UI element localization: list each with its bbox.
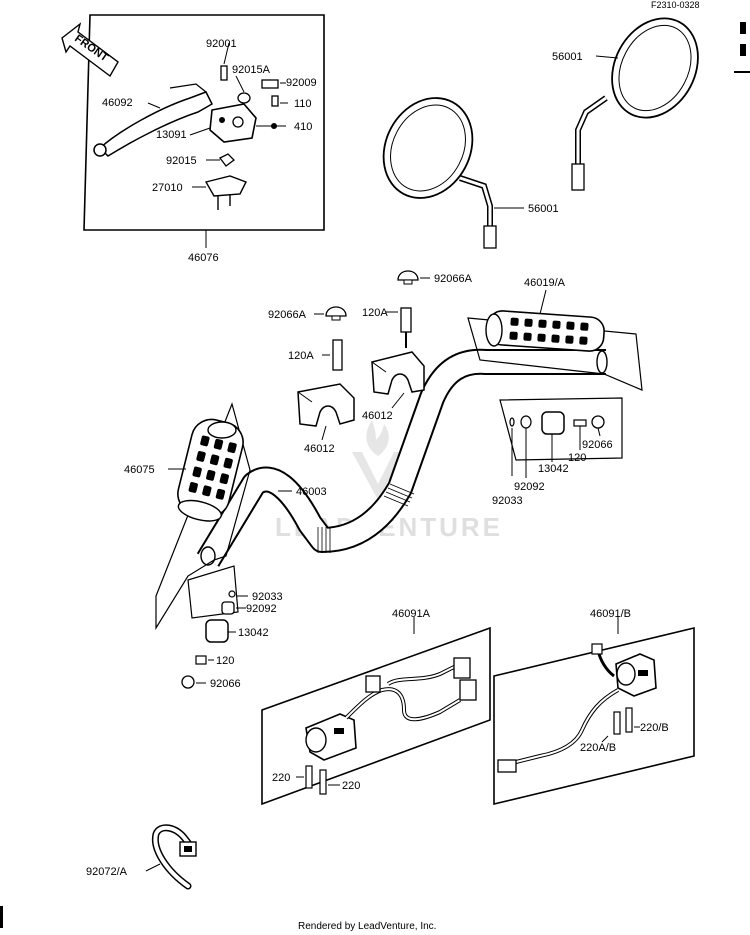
bolt-92001 [220, 65, 228, 81]
grip-46019A [487, 310, 605, 352]
label-46091A: 46091A [392, 608, 431, 620]
label-46012-right: 46012 [362, 410, 393, 422]
label-46019A: 46019/A [524, 277, 566, 289]
screw-92066-right [591, 415, 605, 429]
screw-110 [271, 95, 279, 107]
page-edge-marks [0, 22, 750, 928]
handlebar-46003: 46003 [196, 348, 608, 567]
label-92033-left: 92033 [252, 591, 283, 603]
bolt-120A-left [332, 339, 343, 371]
label-92066-right: 92066 [582, 439, 613, 451]
diagram-code: F2310-0328 [651, 0, 700, 10]
label-220-b: 220 [342, 780, 360, 792]
screw-92009 [261, 79, 279, 89]
bolt-120-right [573, 419, 587, 427]
label-92066A-left: 92066A [268, 309, 307, 321]
grip-46075 [177, 418, 244, 522]
label-92092-right: 92092 [514, 481, 545, 493]
label-220-a: 220 [272, 772, 290, 784]
switch-box-46091A: 46091A 220 220 [261, 608, 491, 806]
label-13091: 13091 [156, 129, 187, 141]
lever-46092 [98, 91, 213, 157]
label-92066A-top: 92066A [434, 273, 473, 285]
label-120A-left: 120A [288, 350, 314, 362]
label-120-left: 120 [216, 655, 234, 667]
label-46003: 46003 [296, 486, 327, 498]
label-120-right: 120 [568, 452, 586, 464]
label-13042-right: 13042 [538, 463, 569, 475]
lever-assembly-group: FRONT 92001 92015A 92009 [61, 14, 325, 264]
mirror-right: 56001 [552, 17, 699, 191]
strap-92072A: 92072/A [86, 824, 197, 890]
label-46012-left: 46012 [304, 443, 335, 455]
ring-92033-left [228, 590, 236, 598]
label-46075: 46075 [124, 464, 155, 476]
ring-92033-right [509, 417, 515, 427]
bolt-120A-right [400, 307, 412, 333]
collar-92092-left [221, 601, 235, 615]
nut-92015A [237, 92, 251, 104]
screw-92066-left [181, 675, 195, 689]
label-56001-left: 56001 [528, 203, 559, 215]
right-grip-assembly: 46019/A 92066 120 13042 92092 92033 [467, 277, 643, 507]
label-92066-left: 92066 [210, 678, 241, 690]
label-110: 110 [294, 98, 312, 110]
left-endcap-parts: 92033 92092 13042 120 92066 [181, 565, 283, 690]
label-92092-left: 92092 [246, 603, 277, 615]
collar-92092-right [520, 415, 532, 429]
label-92033-right: 92033 [492, 495, 523, 507]
label-46092: 46092 [102, 97, 133, 109]
label-220AB: 220A/B [580, 742, 616, 754]
switch-box-46091B: 46091/B 220/B 220A/B [493, 608, 695, 806]
switch-27010 [204, 175, 247, 197]
weight-13042-right [541, 411, 565, 435]
label-92015: 92015 [166, 155, 197, 167]
bolt-120-left [195, 655, 207, 665]
label-92009: 92009 [286, 77, 317, 89]
label-46091B: 46091/B [590, 608, 631, 620]
weight-13042-left [205, 619, 229, 643]
label-92015A: 92015A [232, 64, 271, 76]
label-46076: 46076 [188, 252, 219, 264]
label-220B: 220/B [640, 722, 669, 734]
label-92001: 92001 [206, 38, 237, 50]
label-410: 410 [294, 121, 312, 133]
label-120A-right: 120A [362, 307, 388, 319]
clamp-holders: 46012 120A 92066A 92066A 120A 46012 [268, 270, 473, 455]
label-27010: 27010 [152, 182, 183, 194]
label-92072A: 92072/A [86, 866, 128, 878]
mirror-left: 56001 [382, 97, 559, 249]
footer-rendered-by: Rendered by LeadVenture, Inc. [298, 921, 436, 932]
lever-assembly-box [83, 14, 325, 231]
left-grip-assembly: 46075 [124, 402, 251, 631]
label-56001-top: 56001 [552, 51, 583, 63]
nut-92015 [219, 153, 235, 167]
label-13042-left: 13042 [238, 627, 269, 639]
